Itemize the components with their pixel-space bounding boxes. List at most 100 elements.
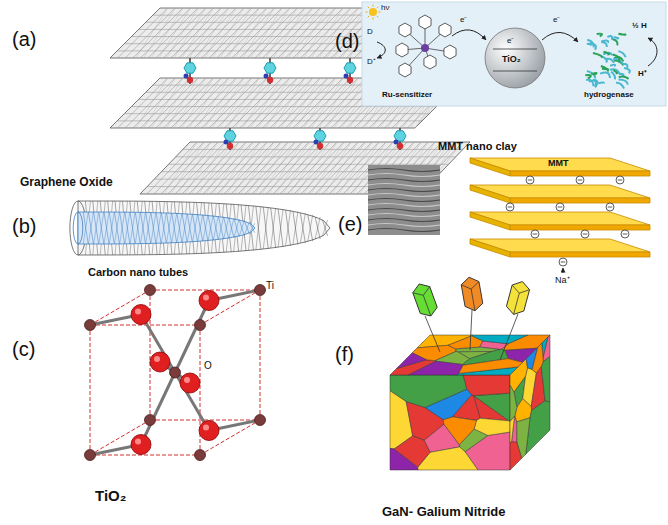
text-label: H⁺ (638, 70, 647, 79)
drawing-part (293, 211, 298, 244)
drawing-part (141, 373, 175, 445)
drawing-part (613, 59, 623, 64)
drawing-part (270, 78, 320, 128)
drawing-part (213, 216, 218, 240)
drawing-part (163, 8, 213, 58)
drawing-part (90, 420, 150, 455)
drawing-part (217, 8, 267, 58)
drawing-part (209, 8, 259, 58)
drawing-part (184, 377, 190, 383)
drawing-part (161, 213, 166, 243)
drawing-part (293, 211, 298, 244)
drawing-part (286, 210, 291, 246)
drawing-part (510, 252, 650, 257)
drawing-part (586, 80, 593, 86)
gan-polycrystal (390, 276, 550, 470)
drawing-part (368, 199, 440, 202)
drawing-part (470, 185, 510, 203)
drawing-part (255, 285, 266, 296)
drawing-part (239, 220, 244, 236)
drawing-part (308, 78, 358, 128)
drawing-part (120, 212, 125, 244)
drawing-part (461, 282, 484, 313)
drawing-part (264, 74, 269, 79)
drawing-part (240, 78, 290, 128)
tio2-unit-cell (85, 285, 266, 461)
drawing-part (263, 207, 268, 249)
drawing-part (117, 120, 422, 121)
drawing-part (184, 74, 189, 79)
drawing-part (193, 214, 198, 241)
drawing-part (150, 290, 260, 291)
drawing-part (603, 52, 609, 55)
drawing-part (224, 8, 274, 58)
drawing-part (131, 305, 151, 325)
drawing-part (601, 66, 608, 72)
drawing-part (271, 208, 276, 248)
drawing-part (109, 212, 114, 244)
drawing-part (506, 203, 514, 211)
drawing-part (578, 180, 583, 181)
drawing-part (593, 53, 602, 58)
drawing-part (264, 63, 276, 73)
drawing-part (208, 216, 213, 241)
drawing-part (344, 74, 349, 79)
drawing-part (368, 219, 440, 222)
ru-complex (396, 15, 456, 77)
drawing-part (183, 149, 463, 150)
drawing-part (146, 212, 151, 243)
drawing-part (368, 179, 440, 182)
drawing-part (255, 78, 305, 128)
panel-letter: (b) (12, 215, 36, 237)
drawing-part (613, 39, 618, 45)
drawing-part (232, 8, 282, 58)
drawing-part (170, 367, 181, 378)
drawing-part (607, 36, 612, 40)
panel-letter: (f) (335, 343, 354, 365)
drawing-part (187, 214, 192, 242)
drawing-part (194, 8, 244, 58)
drawing-part (368, 229, 440, 232)
text-label: GaN- Galium Nitride (382, 505, 506, 519)
drawing-part (78, 212, 255, 244)
drawing-part (425, 316, 440, 352)
drawing-part (247, 78, 297, 128)
text-label: MMT (548, 159, 569, 169)
drawing-part (510, 198, 650, 203)
drawing-part (90, 325, 91, 455)
drawing-part (510, 416, 515, 442)
drawing-part (186, 8, 236, 58)
drawing-part (229, 218, 234, 238)
drawing-part (316, 78, 366, 128)
drawing-part (470, 239, 510, 257)
panel-letter: (a) (12, 28, 36, 50)
drawing-part (413, 287, 439, 319)
drawing-part (90, 325, 200, 326)
drawing-part (597, 34, 602, 37)
text-label: Ti (266, 280, 274, 291)
drawing-part (224, 217, 229, 238)
text-label: ½ H (632, 22, 647, 31)
drawing-part (323, 220, 328, 236)
drawing-part (605, 59, 614, 63)
drawing-part (606, 203, 614, 211)
drawing-part (94, 212, 99, 244)
drawing-part (250, 223, 255, 232)
crystal-grain-icon (505, 279, 531, 317)
hydrogenase-protein (585, 34, 630, 89)
drawing-part (179, 8, 229, 58)
drawing-part (171, 8, 221, 58)
drawing-part (118, 8, 168, 58)
drawing-part (99, 212, 104, 244)
drawing-part (556, 203, 564, 211)
drawing-part (508, 207, 513, 208)
drawing-part (256, 206, 261, 249)
drawing-part (510, 385, 517, 421)
drawing-part (90, 455, 200, 456)
drawing-part (118, 78, 168, 128)
drawing-part (88, 212, 93, 244)
drawing-part (202, 8, 252, 58)
drawing-part (203, 215, 208, 241)
drawing-part (448, 336, 483, 349)
drawing-part (199, 291, 219, 311)
